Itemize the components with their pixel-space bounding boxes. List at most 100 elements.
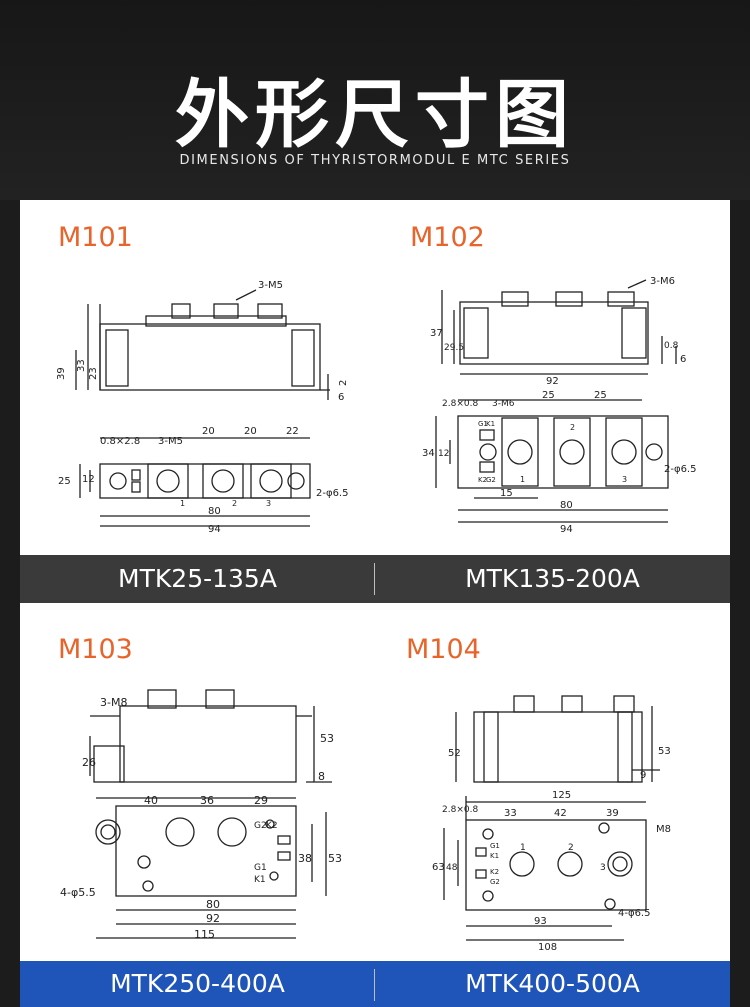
model-bar-bottom: MTK250-400A MTK400-500A [20, 961, 730, 1007]
m104-pin-g1: G1 [490, 842, 500, 850]
m104-dim-53: 53 [658, 746, 671, 757]
m101-pin-2: 2 [232, 499, 237, 508]
m104-pin-1: 1 [520, 843, 526, 853]
m104-side-body [473, 711, 643, 783]
m101-dim-23: 23 [88, 367, 99, 380]
m102-pin-g1: G1 [478, 420, 488, 428]
model-label-m102: MTK135-200A [465, 564, 640, 593]
m101-dim-39: 39 [56, 367, 67, 380]
m103-side-body [119, 705, 297, 783]
m101-dim-33: 33 [76, 359, 87, 372]
m103-drawing: 3-M8 26 53 8 40 36 29 38 53 4-φ5.5 80 92… [60, 689, 342, 941]
m104-pin-3: 3 [600, 863, 606, 873]
m102-dim-25a: 25 [542, 390, 555, 401]
m102-dim-08: 0.8 [664, 341, 679, 351]
m101-side-body [99, 323, 321, 391]
m101-dim-6: 6 [338, 392, 344, 403]
m103-dim-29: 29 [254, 794, 268, 807]
page-title: 外形尺寸图 [175, 72, 575, 158]
m103-pin-k1: K1 [254, 875, 266, 885]
m104-dim-52: 52 [448, 748, 461, 759]
page-header: 外形尺寸图 DIMENSIONS OF THYRISTORMODUL E MTC… [0, 0, 750, 200]
m102-dim-hole: 2-φ6.5 [664, 464, 696, 475]
m101-drawing: 3-M5 39 33 23 2 6 0.8×2.8 3-M5 20 20 22 … [56, 280, 349, 535]
m104-dim-63: 63 [432, 862, 445, 873]
m102-dim-25b: 25 [594, 390, 607, 401]
m102-pin-k1: K1 [486, 420, 495, 428]
m101-label-m5-side: 3-M5 [258, 280, 283, 291]
m101-dim-20b: 20 [244, 426, 257, 437]
m101-pin-3: 3 [266, 499, 271, 508]
m104-dim-42: 42 [554, 808, 567, 819]
m104-label-m8: M8 [656, 824, 671, 835]
model-label-m101: MTK25-135A [118, 564, 277, 593]
m102-drawing: 3-M6 37 29.5 0.8 6 92 2.8×0.8 3-M6 25 25… [422, 276, 696, 535]
m102-dim-12: 12 [438, 449, 449, 459]
m101-pin-1: 1 [180, 499, 185, 508]
m103-dim-8: 8 [318, 770, 325, 783]
model-label-m103: MTK250-400A [110, 969, 285, 998]
module-code-m101: M101 [58, 222, 133, 253]
m101-top-body [99, 463, 311, 499]
m103-top-body [115, 805, 297, 897]
m102-dim-92: 92 [546, 376, 559, 387]
m103-dim-40: 40 [144, 794, 158, 807]
module-code-m102: M102 [410, 222, 485, 253]
m104-dim-33: 33 [504, 808, 517, 819]
m103-dim-36: 36 [200, 794, 214, 807]
m102-dim-29: 29.5 [444, 343, 464, 353]
panel-top: M101 M102 [20, 200, 730, 604]
m103-pin-g1: G1 [254, 863, 267, 873]
m102-dim-34: 34 [422, 448, 435, 459]
m104-pin-g2: G2 [490, 878, 500, 886]
m101-dim-94: 94 [208, 524, 221, 535]
m104-dim-39: 39 [606, 808, 619, 819]
page-subtitle: DIMENSIONS OF THYRISTORMODUL E MTC SERIE… [179, 153, 571, 168]
m104-dim-125: 125 [552, 790, 571, 801]
m104-drawing: 52 53 9 125 2.8×0.8 33 42 39 M8 63 48 1 … [432, 695, 671, 953]
m101-dim-pin: 0.8×2.8 [100, 436, 140, 447]
m102-dim-80: 80 [560, 500, 573, 511]
m103-dim-92: 92 [206, 912, 220, 925]
m102-pin-g2: G2 [486, 476, 496, 484]
module-code-m103: M103 [58, 634, 133, 665]
m104-pin-2: 2 [568, 843, 574, 853]
m102-dim-37: 37 [430, 328, 443, 339]
m103-dim-hole: 4-φ5.5 [60, 886, 96, 899]
m104-dim-48: 48 [446, 863, 458, 873]
m102-label-m6-top: 3-M6 [492, 399, 515, 409]
m102-label-m6-side: 3-M6 [650, 276, 675, 287]
m104-dim-93: 93 [534, 916, 547, 927]
panel-bottom: M103 M104 [20, 604, 730, 1007]
m102-top-body [457, 415, 669, 489]
m103-pin-g2: G2 [254, 821, 267, 831]
m101-dim-hole: 2-φ6.5 [316, 488, 348, 499]
m103-dim-80: 80 [206, 898, 220, 911]
m102-pin-1: 1 [520, 475, 525, 484]
m102-dim-pin: 2.8×0.8 [442, 399, 478, 409]
m102-side-body [459, 301, 649, 365]
m103-dim-38: 38 [298, 852, 312, 865]
m101-dim-22: 22 [286, 426, 299, 437]
m101-dim-80: 80 [208, 506, 221, 517]
m104-top-body [465, 819, 647, 911]
m104-dim-108: 108 [538, 942, 557, 953]
m102-dim-15: 15 [500, 488, 513, 499]
m104-pin-k2: K2 [490, 868, 499, 876]
m103-label-m8: 3-M8 [100, 696, 127, 709]
m102-pin-3: 3 [622, 475, 627, 484]
m102-dim-94: 94 [560, 524, 573, 535]
m104-pin-k1: K1 [490, 852, 499, 860]
module-code-m104: M104 [406, 634, 481, 665]
m103-dim-26: 26 [82, 756, 96, 769]
m101-label-m5-top: 3-M5 [158, 436, 183, 447]
m102-dim-6: 6 [680, 354, 686, 365]
m104-dim-9: 9 [640, 770, 646, 781]
m103-dim-53b: 53 [328, 852, 342, 865]
m101-dim-20a: 20 [202, 426, 215, 437]
m104-dim-pin: 2.8×0.8 [442, 805, 478, 815]
m104-dim-hole: 4-φ6.5 [618, 908, 650, 919]
m102-pin-k2: K2 [478, 476, 487, 484]
bar-divider-bottom [374, 969, 375, 1001]
m103-dim-115: 115 [194, 928, 215, 941]
